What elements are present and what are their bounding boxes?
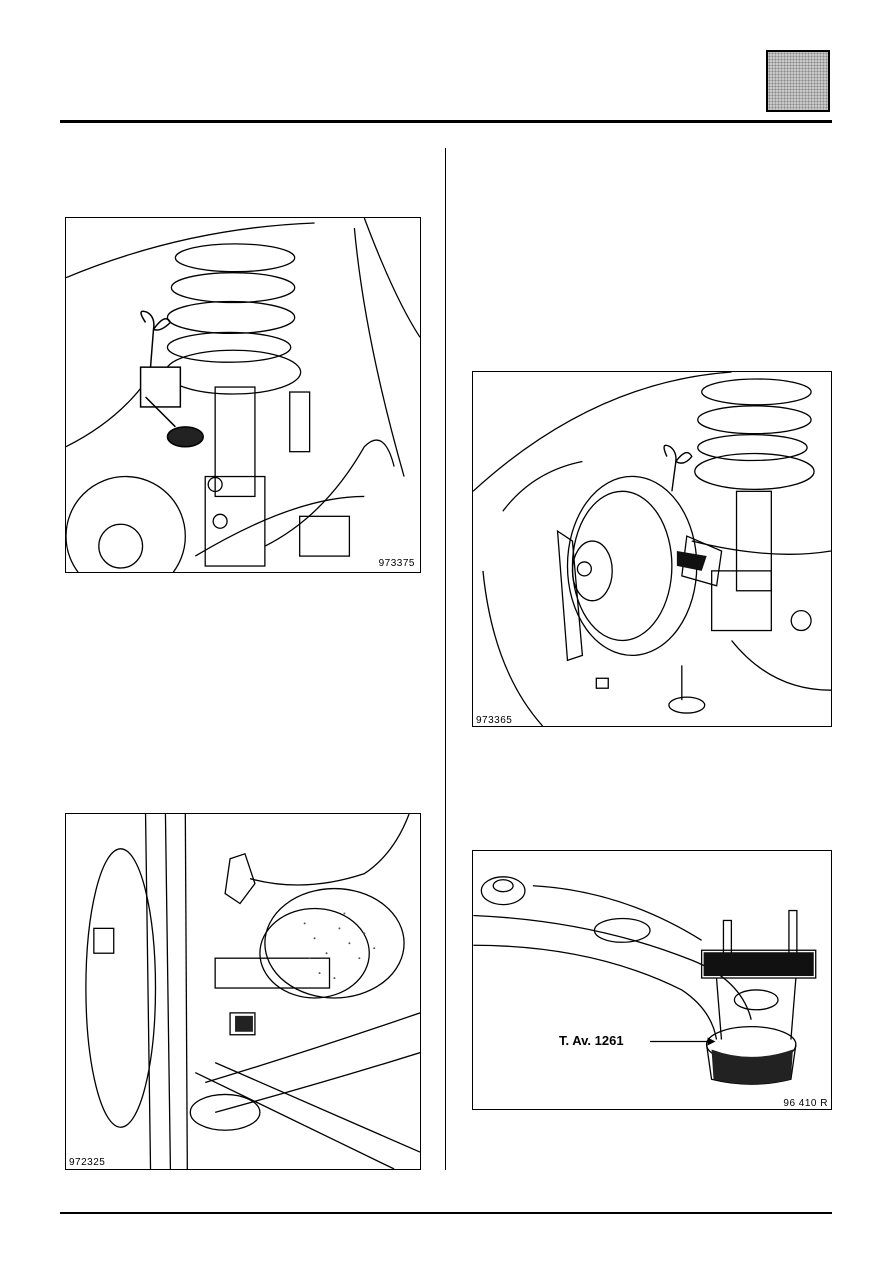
figure-code: 973365 [475, 715, 514, 726]
figure-driveshaft-nut: 972325 [65, 813, 421, 1170]
tool-callout-label: T. Av. 1261 [559, 1033, 624, 1048]
figure-strut-sensor: 973375 [65, 217, 421, 573]
section-tab [766, 50, 830, 112]
strut-sensor-illustration [66, 218, 420, 572]
lower-arm-tool-illustration [473, 876, 817, 1085]
figure-code: 96 410 R [782, 1098, 829, 1109]
column-divider [445, 148, 446, 1170]
header-rule [60, 120, 832, 123]
figure-lower-arm-tool: T. Av. 1261 96 410 R [472, 850, 832, 1110]
figure-hub-assembly: 973365 [472, 371, 832, 727]
figure-code: 973375 [377, 558, 416, 569]
driveshaft-nut-illustration [85, 814, 420, 1169]
figure-code: 972325 [68, 1157, 107, 1168]
footer-rule [60, 1212, 832, 1214]
hub-assembly-illustration [473, 372, 831, 726]
